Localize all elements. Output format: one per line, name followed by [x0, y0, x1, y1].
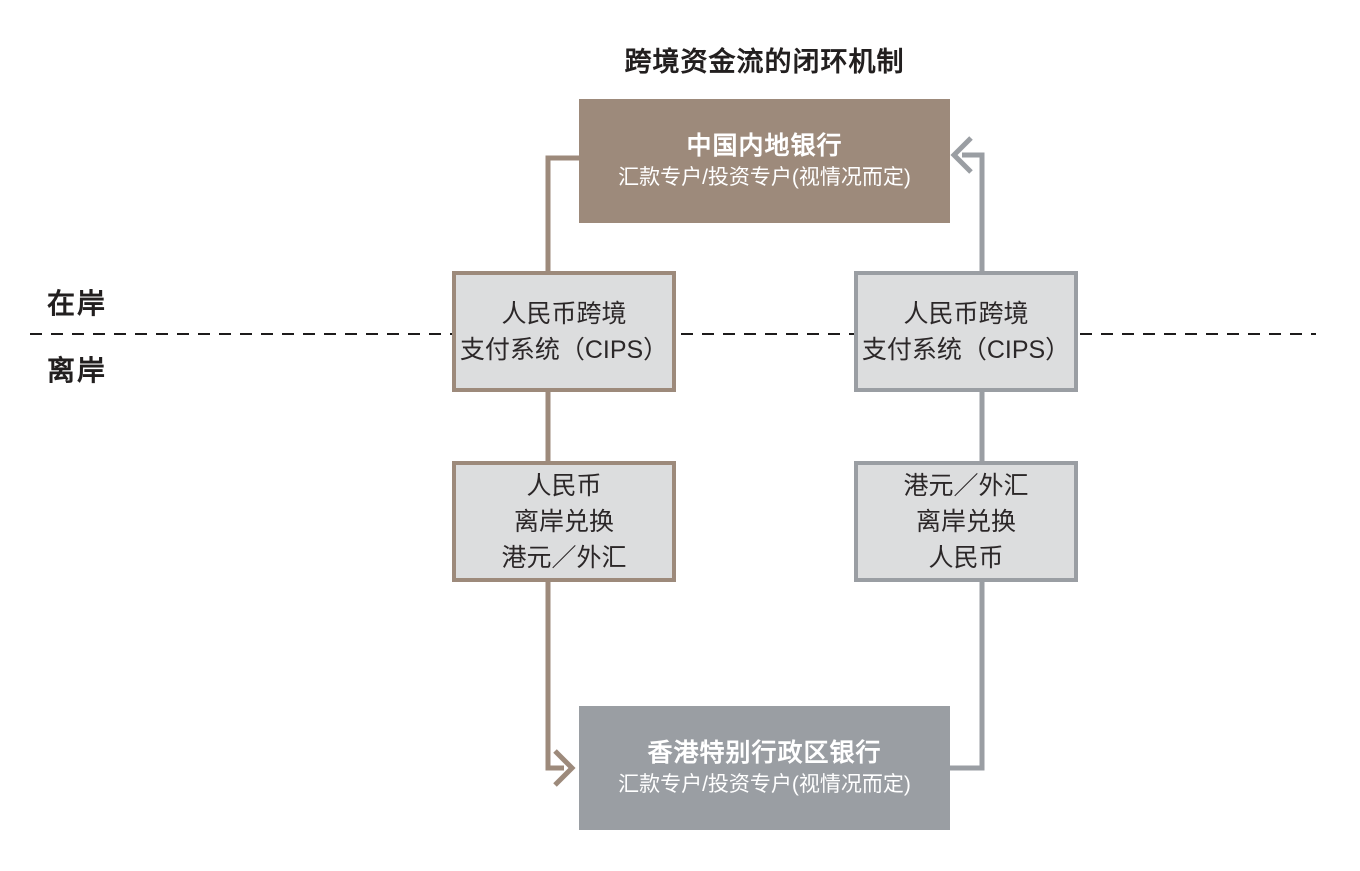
- hk-bank-title: 香港特别行政区银行: [647, 739, 882, 767]
- inbound-flow-arrowhead: [950, 136, 973, 174]
- cips-left-line1: 人民币跨境: [501, 299, 627, 328]
- cips-right-line2: 支付系统（CIPS）: [861, 335, 1071, 364]
- fx-left-line1: 人民币: [526, 471, 602, 500]
- fx-right-line1: 港元／外汇: [903, 471, 1029, 500]
- node-mainland-bank: 中国内地银行 汇款专户/投资专户(视情况而定): [579, 99, 950, 223]
- offshore-label: 离岸: [47, 355, 108, 386]
- mainland-bank-title: 中国内地银行: [686, 132, 843, 160]
- node-cips-left: 人民币跨境 支付系统（CIPS）: [452, 271, 676, 392]
- hk-bank-subtitle: 汇款专户/投资专户(视情况而定): [618, 773, 911, 796]
- fx-left-line2: 离岸兑换: [513, 507, 614, 536]
- node-cips-right: 人民币跨境 支付系统（CIPS）: [854, 271, 1078, 392]
- cips-right-line1: 人民币跨境: [903, 299, 1029, 328]
- fx-left-line3: 港元／外汇: [501, 543, 627, 572]
- diagram-title: 跨境资金流的闭环机制: [624, 47, 905, 77]
- node-fx-right: 港元／外汇 离岸兑换 人民币: [854, 461, 1078, 582]
- node-hk-bank: 香港特别行政区银行 汇款专户/投资专户(视情况而定): [579, 706, 950, 830]
- onshore-label: 在岸: [47, 288, 108, 319]
- node-fx-left: 人民币 离岸兑换 港元／外汇: [452, 461, 676, 582]
- fx-right-line3: 人民币: [928, 543, 1004, 572]
- mainland-bank-subtitle: 汇款专户/投资专户(视情况而定): [618, 166, 911, 189]
- cips-left-line2: 支付系统（CIPS）: [459, 335, 669, 364]
- outbound-flow-arrowhead: [553, 749, 576, 787]
- fx-right-line2: 离岸兑换: [915, 507, 1016, 536]
